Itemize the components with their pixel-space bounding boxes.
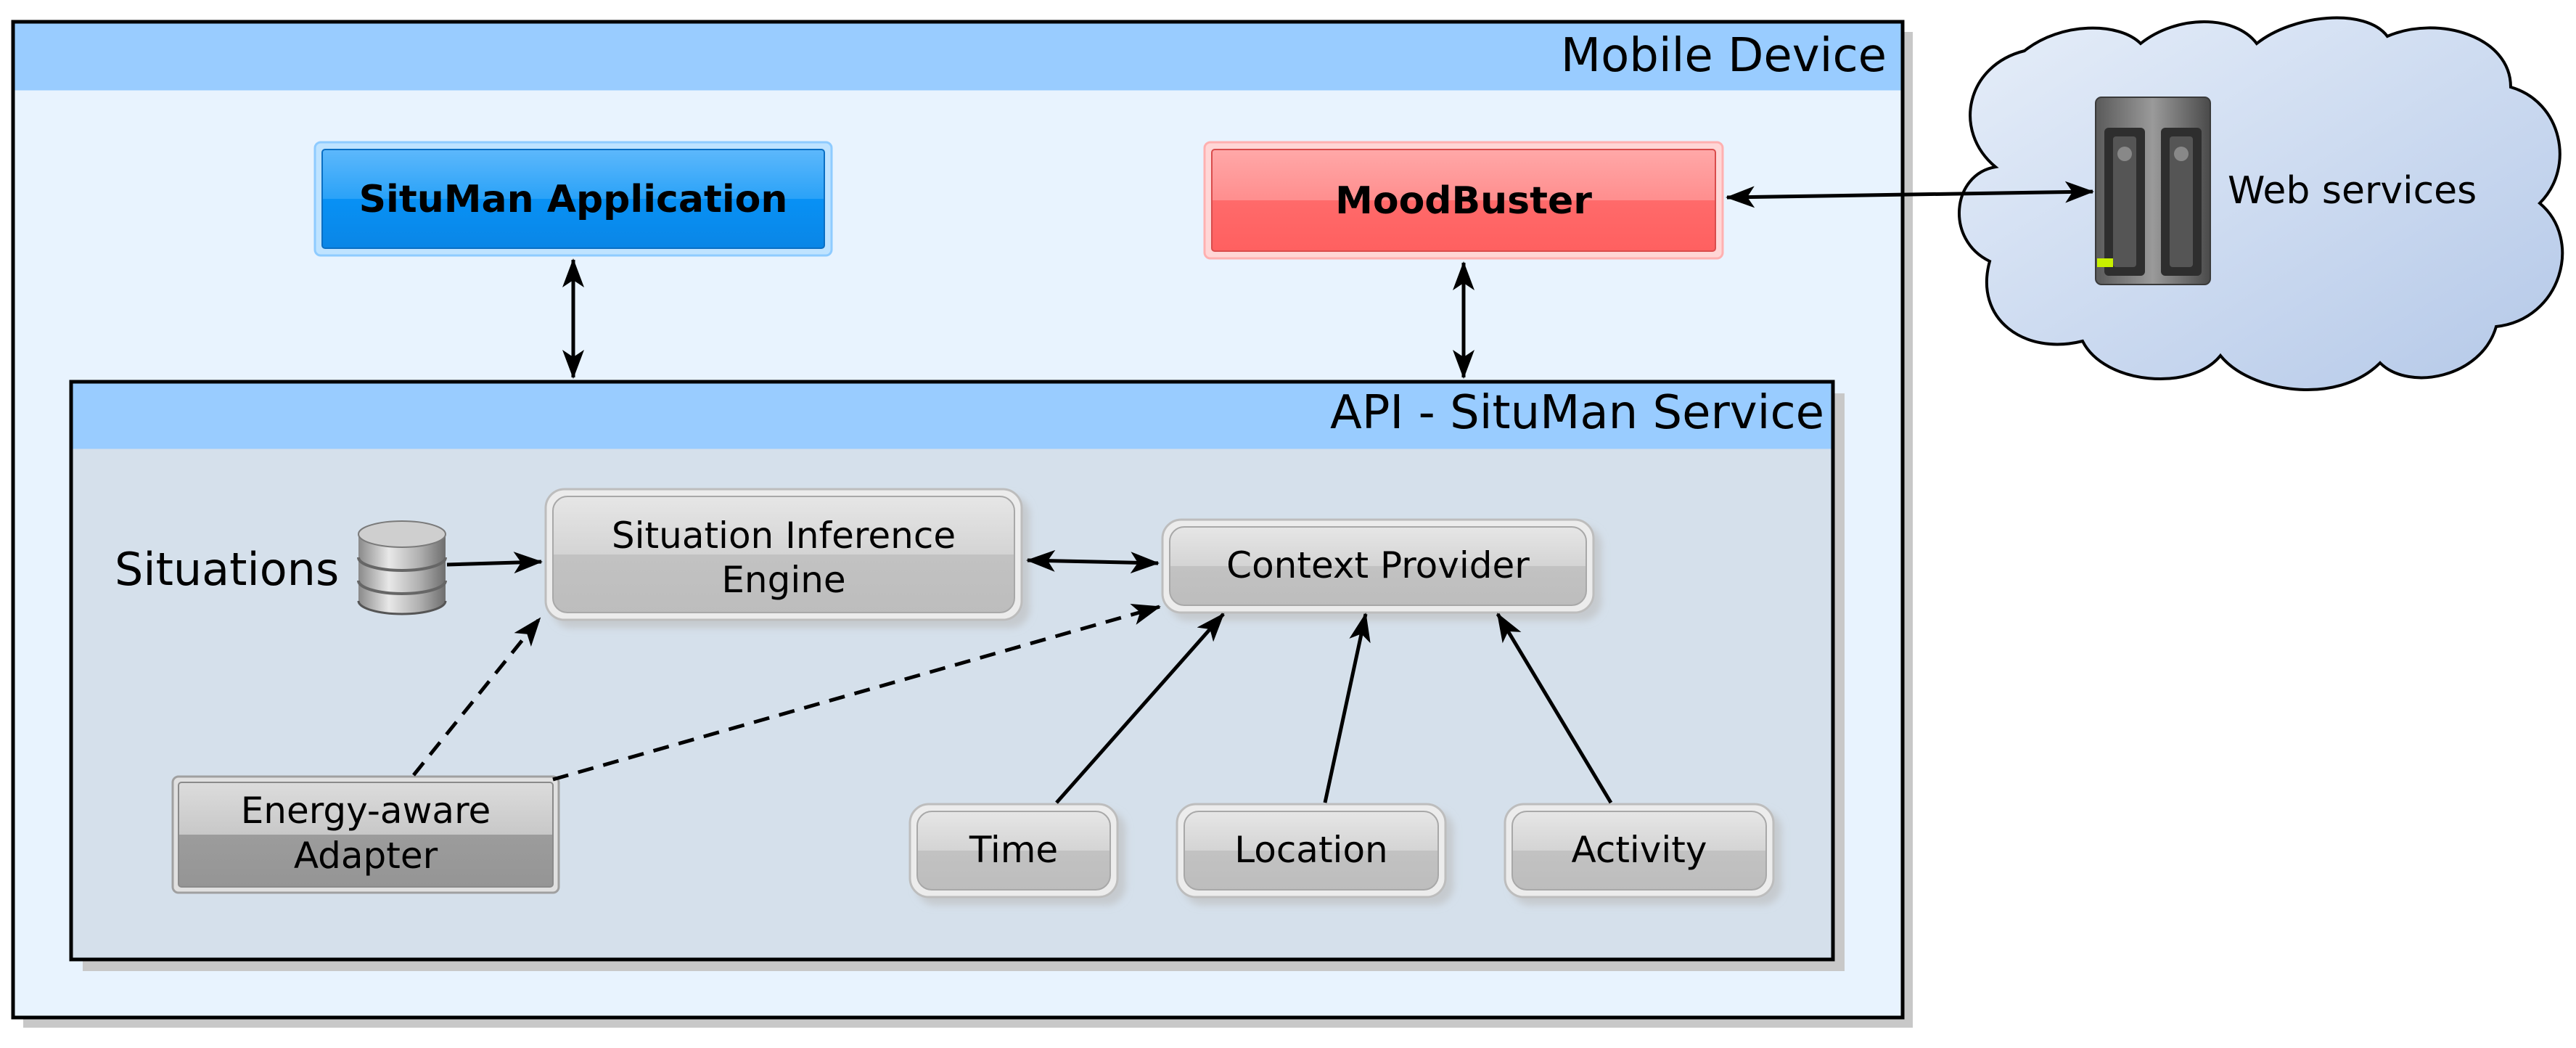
- energy-adapter-line-1: Energy-aware: [241, 790, 491, 832]
- web-services-label: Web services: [2228, 169, 2477, 213]
- situman-application-label: SituMan Application: [359, 178, 788, 221]
- activity-sensor-label: Activity: [1572, 829, 1707, 871]
- activity-sensor-box: [1504, 803, 1775, 898]
- location-sensor-box: [1176, 803, 1447, 898]
- moodbuster-box: MoodBuster: [1203, 141, 1724, 260]
- context-provider-box: [1161, 518, 1595, 614]
- location-sensor-label: Location: [1234, 829, 1387, 871]
- situations-database: Situations: [115, 520, 447, 615]
- web-services-cloud: Web services: [1958, 16, 2564, 391]
- service-header: [73, 383, 1831, 449]
- mobile-device-header: [15, 23, 1901, 91]
- situations-label: Situations: [115, 543, 339, 596]
- database-icon: [357, 520, 447, 615]
- server-icon: [2095, 97, 2211, 285]
- arrow-time-context: [1055, 613, 1225, 804]
- connectors: [412, 181, 2094, 804]
- arrow-db-engine: [446, 552, 543, 574]
- moodbuster-label: MoodBuster: [1335, 179, 1592, 223]
- context-provider-label: Context Provider: [1226, 544, 1530, 586]
- energy-adapter-line-2: Adapter: [294, 835, 438, 877]
- mobile-device-title: Mobile Device: [1561, 29, 1887, 83]
- arrow-engine-context: [1026, 549, 1160, 574]
- dashed-arrow-adapter-context: [552, 603, 1161, 782]
- situman-application-box: SituMan Application: [313, 141, 833, 257]
- arrow-moodbuster-web: [1726, 181, 2094, 208]
- energy-aware-adapter-box: [171, 775, 560, 894]
- inference-engine-line-2: Engine: [721, 559, 845, 601]
- arrow-activity-context: [1496, 613, 1613, 804]
- service-title: API - SituMan Service: [1330, 386, 1824, 440]
- inference-engine-line-1: Situation Inference: [612, 515, 956, 557]
- dashed-arrow-adapter-engine: [412, 617, 541, 777]
- time-sensor-box: [908, 803, 1119, 898]
- arrow-location-context: [1323, 613, 1371, 803]
- situation-inference-engine-box: [544, 488, 1023, 621]
- time-sensor-label: Time: [969, 829, 1058, 871]
